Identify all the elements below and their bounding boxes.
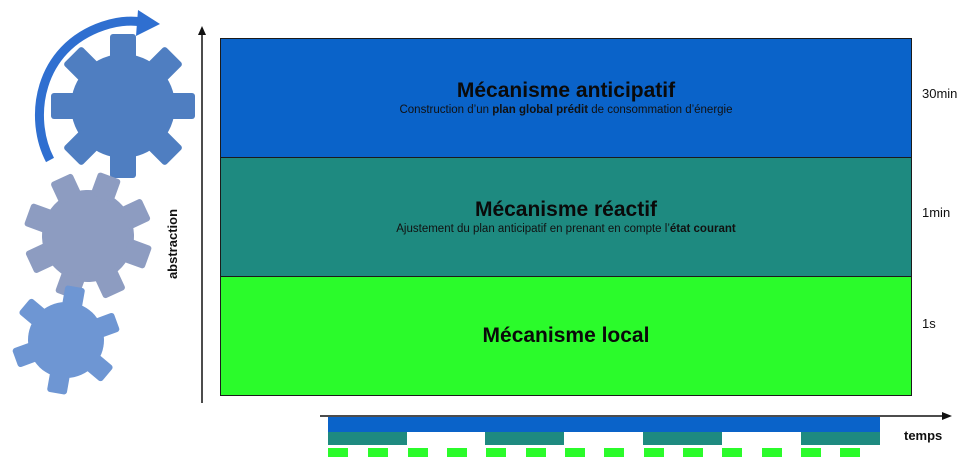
timeline-local-segment: [801, 448, 821, 457]
layer-reactif: Mécanisme réactif Ajustement du plan ant…: [220, 157, 912, 277]
layer-title: Mécanisme local: [482, 324, 650, 347]
layer-subtitle: Ajustement du plan anticipatif en prenan…: [396, 223, 736, 235]
layer-anticipatif: Mécanisme anticipatif Construction d’un …: [220, 38, 912, 158]
time-label-anticipatif: 30min: [922, 86, 958, 101]
timeline-reactif-segment: [485, 432, 564, 445]
middle-gear-icon: [24, 172, 152, 300]
time-label-local: 1s: [922, 316, 936, 331]
layer-local: Mécanisme local: [220, 276, 912, 396]
timeline-local-segment: [683, 448, 703, 457]
timeline: [320, 412, 952, 457]
timeline-local-segment: [604, 448, 624, 457]
timeline-reactif-segment: [328, 432, 407, 445]
layer-title: Mécanisme réactif: [474, 198, 658, 221]
rotation-arrow-icon: [35, 10, 160, 163]
timeline-local-segment: [840, 448, 860, 457]
timeline-reactif-segment: [801, 432, 880, 445]
time-label-reactif: 1min: [922, 205, 951, 220]
timeline-local-segment: [722, 448, 742, 457]
temps-label: temps: [904, 428, 943, 443]
timeline-local-segment: [408, 448, 428, 457]
timeline-local-segment: [762, 448, 782, 457]
bottom-gear-icon: [12, 285, 120, 395]
abstraction-axis: [198, 26, 206, 403]
timeline-anticipatif-band: [328, 417, 880, 432]
timeline-local-segment: [368, 448, 388, 457]
top-gear-icon: [51, 34, 195, 178]
layer-subtitle: Construction d’un plan global prédit de …: [399, 104, 733, 116]
timeline-local-segment: [328, 448, 348, 457]
timeline-local-segment: [486, 448, 506, 457]
layer-title: Mécanisme anticipatif: [456, 79, 676, 102]
timeline-local-segment: [447, 448, 467, 457]
timeline-reactif-segment: [643, 432, 722, 445]
timeline-local-segment: [644, 448, 664, 457]
timeline-local-segment: [565, 448, 585, 457]
abstraction-label: abstraction: [165, 208, 180, 280]
timeline-local-segment: [526, 448, 546, 457]
